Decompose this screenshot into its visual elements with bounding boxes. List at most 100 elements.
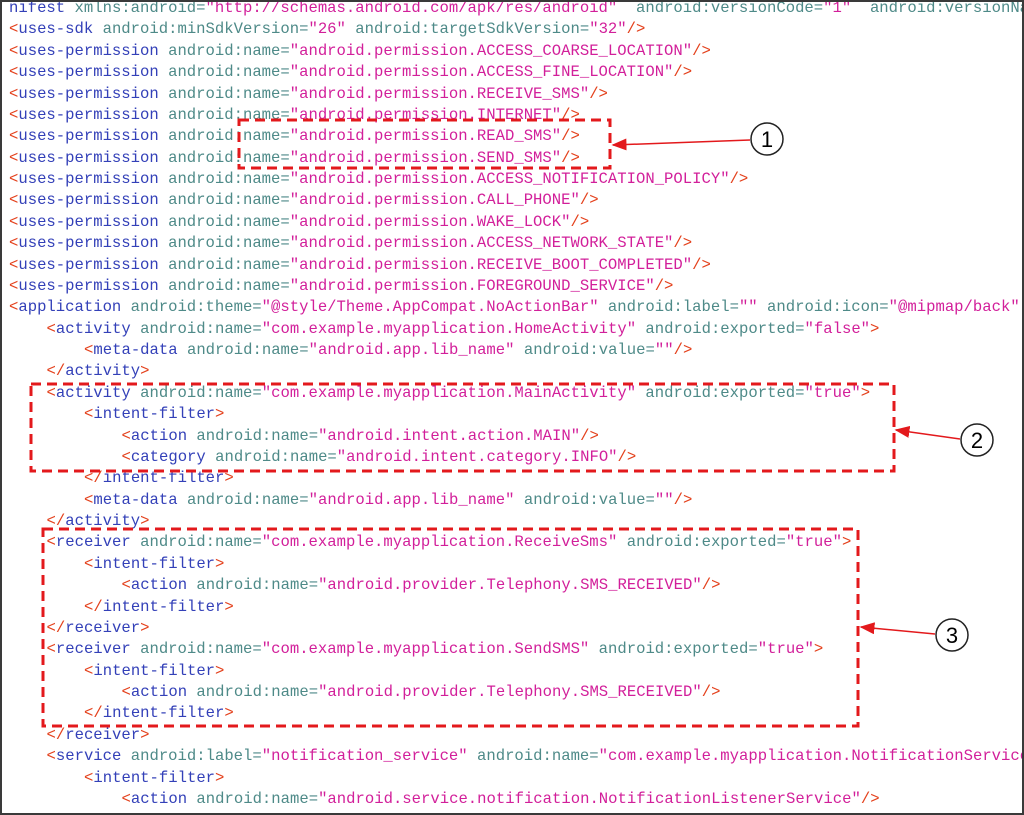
code-attribute: android:exported= [617,533,786,552]
code-tag: uses-permission [18,255,169,274]
code-line: <intent-filter> [9,404,1022,425]
code-punctuation: < [9,105,19,124]
code-tag: uses-permission [18,276,169,295]
code-punctuation: > [215,661,225,680]
code-punctuation: /> [692,41,711,60]
code-punctuation: /> [692,255,711,274]
code-punctuation: < [46,533,56,552]
code-line: <action android:name="android.service.no… [9,789,1022,810]
code-attribute: android:icon= [757,298,889,317]
code-punctuation: < [9,255,19,274]
code-punctuation: </ [46,725,66,744]
code-attribute: android:name= [168,84,290,103]
code-string: "com.example.myapplication.SendSMS" [261,640,590,659]
code-attribute: android:name= [186,490,309,509]
code-tag: activity [65,512,141,530]
code-punctuation: </ [84,597,103,616]
code-attribute: android:name= [168,255,290,274]
code-punctuation: < [84,490,94,509]
code-line: <category android:name="android.intent.c… [9,447,1022,468]
code-line: </receiver> [9,725,1022,746]
code-line: <meta-data android:name="android.app.lib… [9,340,1022,361]
code-attribute: android:name= [196,789,319,808]
code-punctuation: < [9,41,19,60]
code-punctuation: > [860,383,871,402]
code-line: <uses-permission android:name="android.p… [9,41,1022,62]
code-punctuation: < [9,84,19,103]
code-attribute: android:label= [598,298,739,317]
code-line: <receiver android:name="com.example.myap… [9,639,1022,660]
code-punctuation: > [215,405,225,424]
code-line: <intent-filter> [9,661,1022,682]
code-punctuation: < [121,683,131,701]
code-punctuation: < [121,576,131,595]
code-line: <intent-filter> [9,554,1022,575]
code-tag: uses-permission [18,105,169,124]
code-punctuation: < [46,383,56,402]
code-punctuation: > [224,469,234,488]
code-line: <uses-permission android:name="android.p… [9,148,1022,169]
code-tag: receiver [65,725,141,744]
code-tag: receiver [55,640,141,659]
callout-circle-2 [960,423,994,457]
code-line: <uses-permission android:name="android.p… [9,62,1022,83]
code-line: <uses-permission android:name="android.p… [9,233,1022,254]
code-string: "" [654,341,674,359]
code-attribute: android:exported= [589,640,758,659]
code-string: "true" [804,383,861,402]
code-line: <meta-data android:name="android.app.lib… [9,490,1022,511]
code-tag: uses-permission [18,148,169,167]
code-line: </intent-filter> [9,703,1022,724]
code-attribute: android:name= [140,640,262,659]
code-attribute: xmlns:android= [74,0,206,17]
code-line: </receiver> [9,618,1022,639]
code-tag: action [130,426,197,445]
code-tag: receiver [65,618,141,637]
code-tag: activity [65,362,141,381]
code-attribute: android:name= [140,319,262,338]
code-punctuation: /> [570,212,590,231]
code-string: "false" [804,319,871,338]
code-tag: uses-permission [18,170,169,188]
code-punctuation: > [140,618,150,637]
code-attribute: android:minSdkVersion= [102,20,309,39]
code-punctuation: > [224,704,234,723]
code-line: </activity> [9,361,1022,382]
code-attribute: android:name= [168,191,290,210]
code-tag: uses-permission [18,212,169,231]
code-string: "android.permission.FOREGROUND_SERVICE" [289,276,655,295]
code-line: nifest xmlns:android="http://schemas.and… [9,0,1022,19]
code-line: <application android:theme="@style/Theme… [9,297,1022,318]
code-tag: uses-sdk [18,20,103,39]
code-attribute: android:name= [140,533,262,552]
code-punctuation: < [46,319,56,338]
code-attribute: android:name= [168,41,290,60]
code-punctuation: < [84,341,94,359]
code-punctuation: /> [579,191,599,210]
code-attribute: android:name= [168,148,290,167]
code-punctuation: > [140,725,150,744]
code-string: "32" [589,20,627,39]
code-punctuation: /> [860,789,880,808]
code-attribute: android:name= [140,383,262,402]
code-punctuation: > [215,554,225,573]
code-tag: meta-data [93,490,187,509]
code-line: <service android:label="notification_ser… [9,746,1022,767]
code-string: "http://schemas.android.com/apk/res/andr… [205,0,618,17]
code-punctuation: < [9,148,19,167]
code-tag: uses-permission [18,63,169,82]
code-string: "android.provider.Telephony.SMS_RECEIVED… [318,576,702,595]
code-punctuation: < [84,661,94,680]
code-tag: intent-filter [93,405,216,424]
code-tag: receiver [55,533,141,552]
code-punctuation: /> [673,63,693,82]
code-attribute: android:name= [186,341,309,359]
code-tag: intent-filter [93,768,216,787]
code-punctuation: < [9,298,19,317]
code-punctuation: /> [589,84,608,103]
code-string: "android.permission.ACCESS_NETWORK_STATE… [289,234,674,253]
code-punctuation: < [9,276,19,295]
code-punctuation: /> [654,276,674,295]
code-tag: intent-filter [93,554,216,573]
